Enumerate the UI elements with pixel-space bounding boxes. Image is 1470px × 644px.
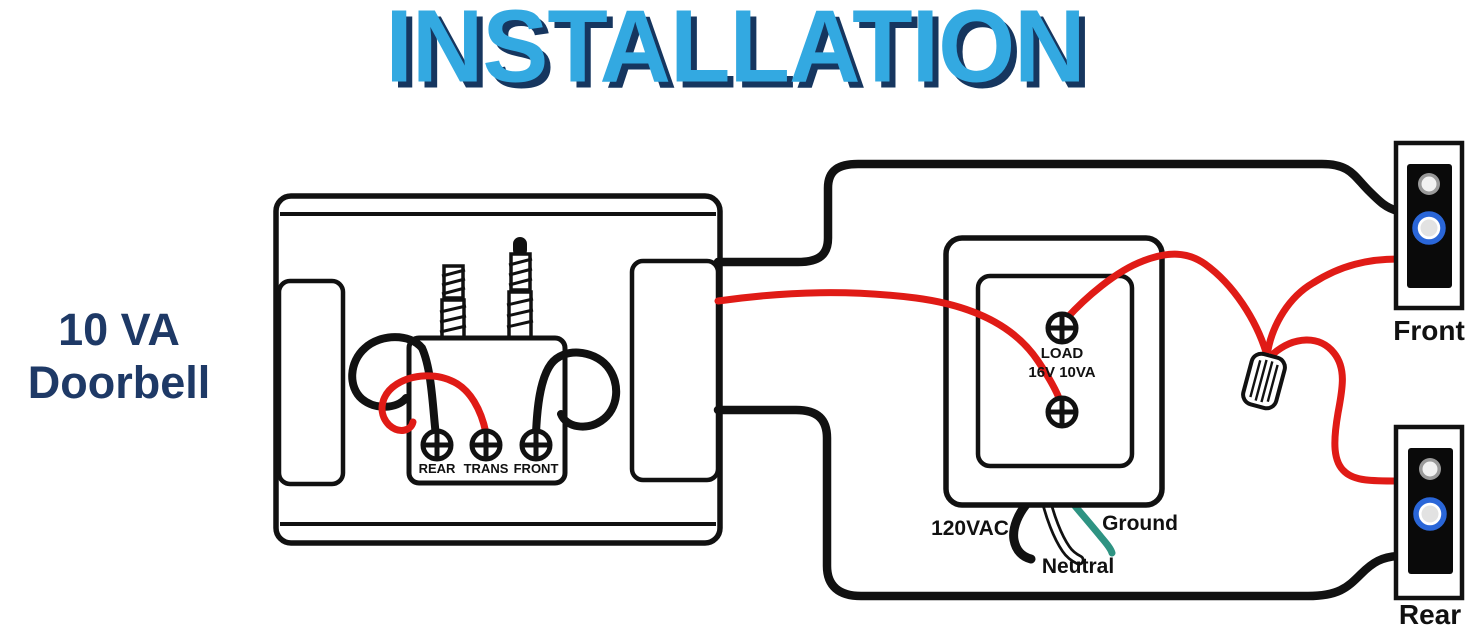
chime-terminal-screws — [420, 428, 553, 462]
transformer-load-screws — [1045, 311, 1079, 429]
chime-trans-wire-red — [378, 372, 490, 437]
chime-left-resonator — [276, 278, 346, 487]
device-label-line2: Doorbell — [27, 357, 211, 408]
front-button-camera-icon — [1418, 173, 1440, 195]
label-120vac: 120VAC — [931, 517, 1009, 540]
transformer-rating-label: 16V 10VA — [1028, 364, 1096, 381]
front-button-press-ring — [1412, 211, 1446, 245]
rear-button-press-ring — [1413, 497, 1447, 531]
chime-unit — [273, 193, 723, 546]
chime-mounting-screw-left — [439, 264, 467, 340]
wire-red-nut-to-front-button — [1264, 255, 1402, 354]
terminal-label-trans: TRANS — [463, 461, 509, 476]
wire-black-chime-to-rear-button — [713, 405, 1403, 601]
wire-black-chime-to-front-button — [713, 159, 1403, 267]
rear-doorbell-button — [1393, 424, 1465, 601]
terminal-label-rear: REAR — [418, 461, 456, 476]
chime-right-resonator — [629, 258, 721, 483]
wire-neutral-white — [1043, 497, 1082, 563]
transformer-inner-plate — [975, 273, 1135, 469]
chime-front-wire-black — [532, 348, 621, 438]
wire-nut — [1241, 351, 1287, 411]
wire-hot-120vac — [1009, 495, 1036, 564]
rear-button-camera-icon — [1419, 458, 1441, 480]
label-front-button: Front — [1393, 315, 1465, 346]
label-neutral: Neutral — [1041, 555, 1115, 578]
wire-ground-green — [1066, 496, 1116, 557]
transformer-load-label: LOAD — [1040, 345, 1084, 362]
front-doorbell-button — [1393, 140, 1465, 311]
label-ground: Ground — [1102, 512, 1178, 535]
wire-red-nut-to-rear-button — [1269, 336, 1402, 485]
label-rear-button: Rear — [1398, 599, 1462, 630]
terminal-label-front: FRONT — [513, 461, 559, 476]
wire-red-transformer-to-nut — [1062, 250, 1270, 356]
device-label-line1: 10 VA — [58, 304, 180, 355]
wire-red-chime-to-transformer — [714, 289, 1065, 408]
doorbell-device-label: 10 VA Doorbell — [0, 303, 238, 409]
transformer — [943, 235, 1165, 566]
page-title: INSTALLATION — [385, 0, 1085, 104]
chime-mounting-screw-right — [506, 237, 534, 340]
